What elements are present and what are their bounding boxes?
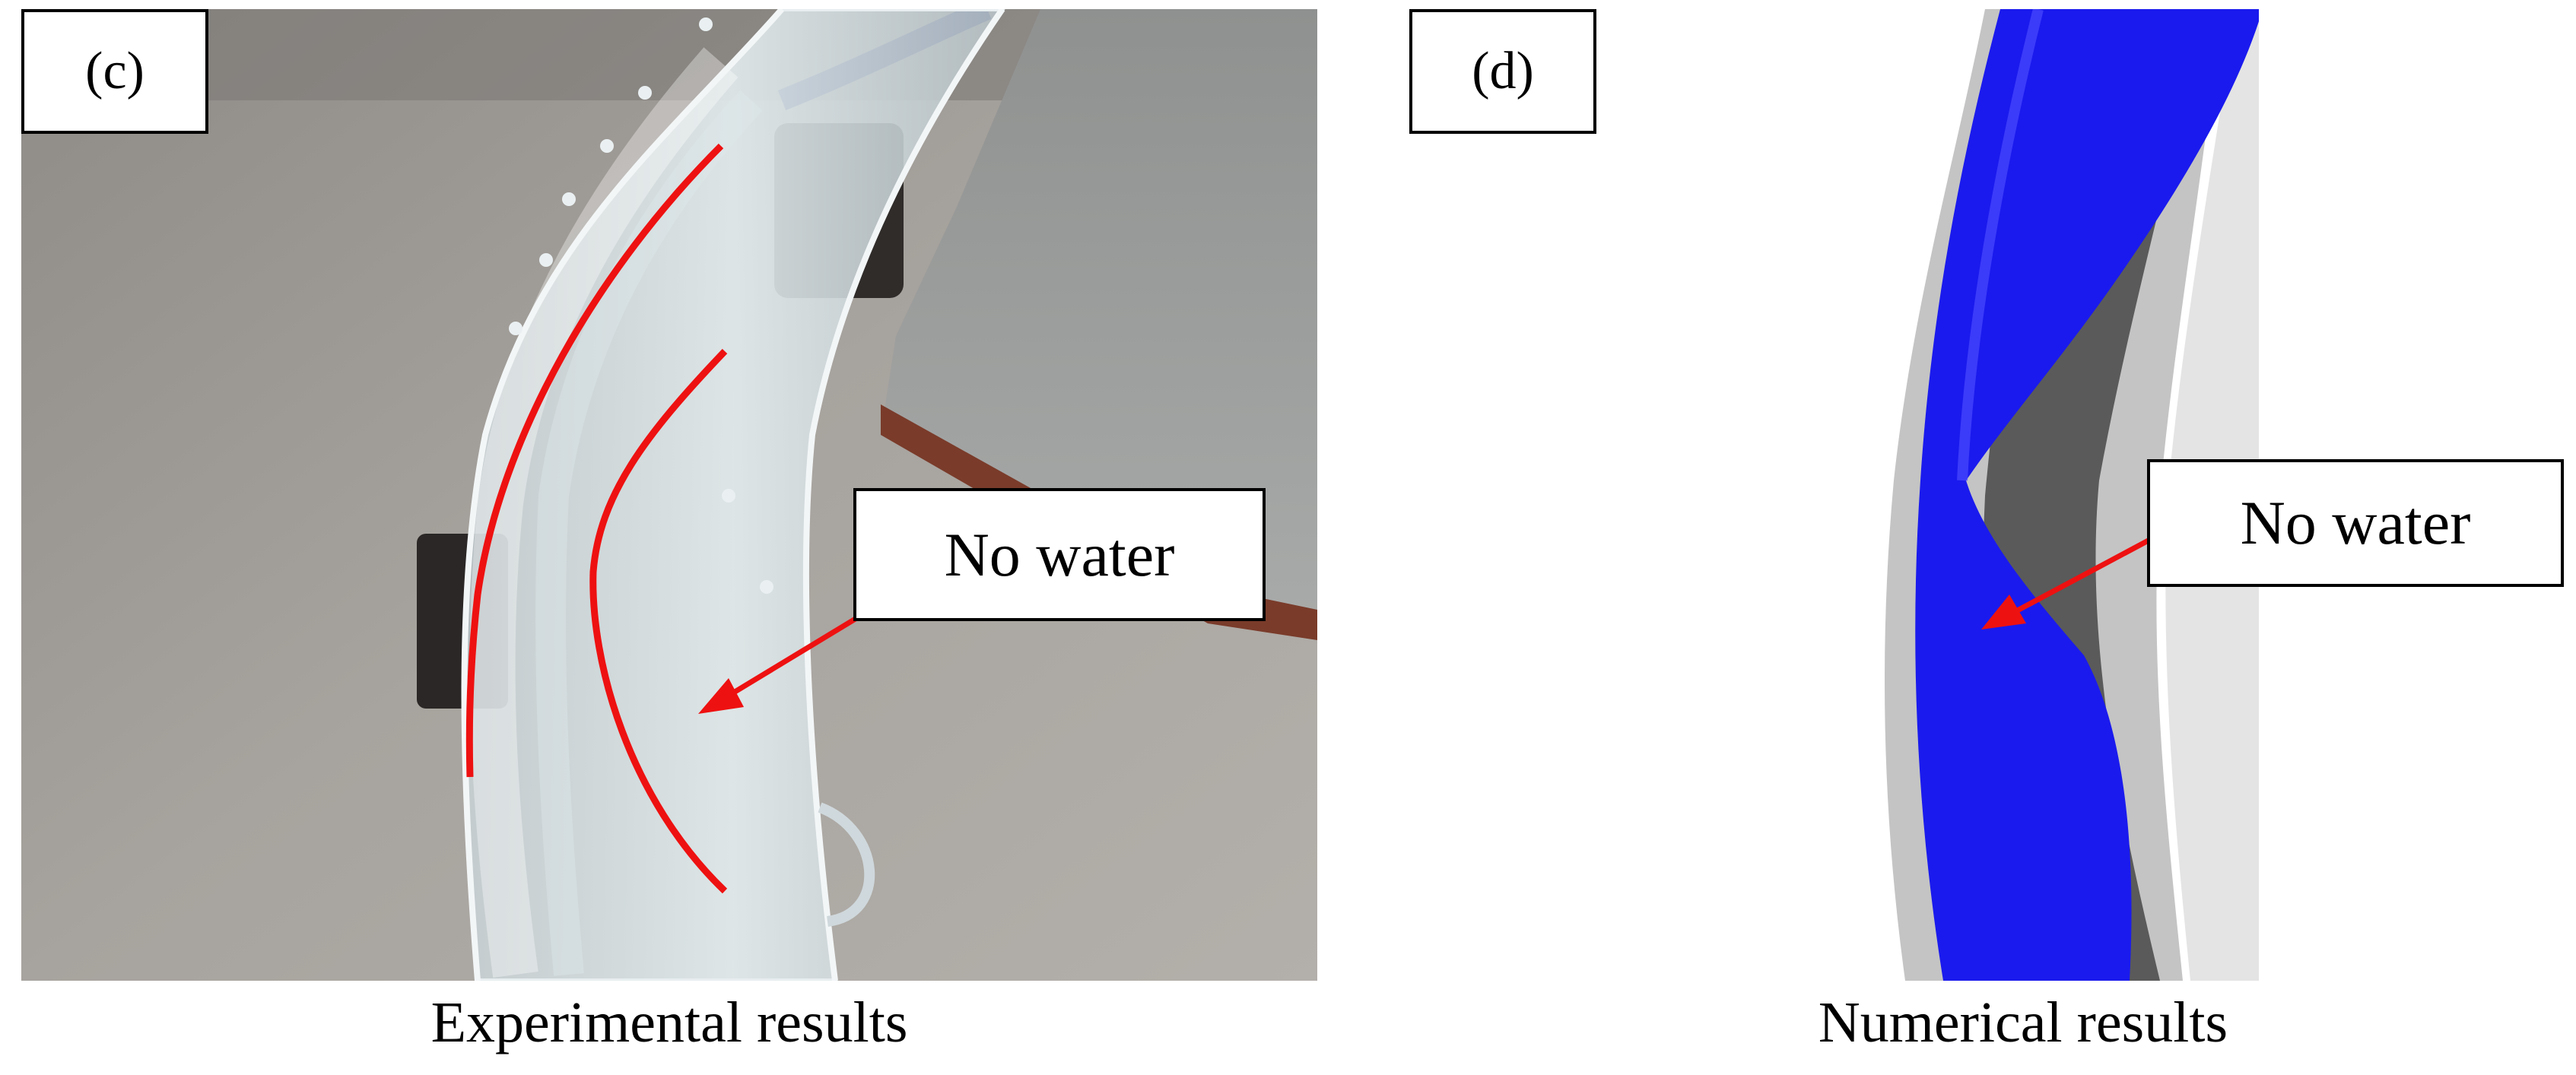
no-water-callout-left: No water	[853, 488, 1266, 621]
water-boundary-line-right	[589, 348, 728, 894]
experimental-photo: (c) No water	[21, 9, 1317, 981]
numerical-simulation	[1810, 9, 2259, 981]
concrete-slab	[881, 9, 1317, 617]
arrow-line	[723, 615, 859, 700]
caption-numerical: Numerical results	[1818, 991, 2228, 1054]
water-boundary-line-left	[465, 143, 724, 778]
brick-edge	[881, 404, 1317, 640]
hose	[818, 802, 875, 927]
arrow-head-icon	[698, 678, 744, 714]
panel-tag-c: (c)	[21, 9, 208, 134]
panel-tag-d: (d)	[1409, 9, 1596, 134]
water-body	[1915, 9, 2259, 981]
wall-bolts	[509, 17, 773, 594]
caption-experimental: Experimental results	[430, 991, 908, 1054]
no-water-callout-right: No water	[2147, 459, 2564, 587]
arrow-head-icon-right	[1981, 595, 2026, 629]
simulation-illustration	[1885, 9, 2259, 981]
